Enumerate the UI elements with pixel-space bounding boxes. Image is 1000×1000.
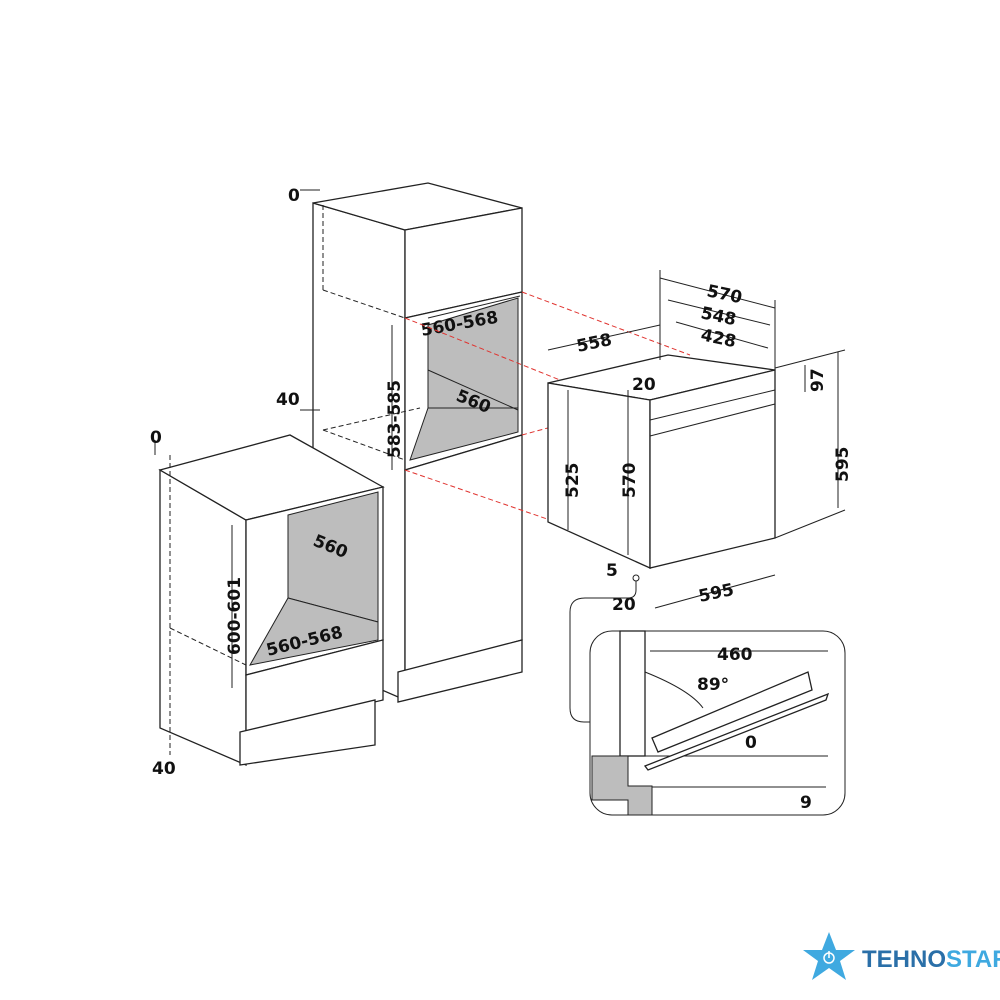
base-top-gap-label: 0 xyxy=(150,428,162,448)
svg-text:TEHNOSTAR: TEHNOSTAR xyxy=(862,946,1000,973)
base-cabinet-plinth xyxy=(239,699,376,766)
oven-front-height-label: 570 xyxy=(620,462,640,498)
tall-cabinet-plinth xyxy=(397,639,523,703)
base-cabinet-drawer xyxy=(245,639,384,733)
oven-depth-label: 558 xyxy=(575,330,614,357)
tall-side-gap-label: 40 xyxy=(276,390,300,410)
base-bottom-gap-label: 40 xyxy=(152,759,176,779)
top-clearance-label: 0 xyxy=(745,733,757,753)
tall-cabinet-lower-front xyxy=(404,434,523,673)
logo-text-star: STAR xyxy=(946,946,1000,973)
oven-total-height-label: 595 xyxy=(833,447,853,483)
oven-panel-height-label: 97 xyxy=(808,368,828,392)
base-cabinet xyxy=(154,434,385,766)
tehnostar-logo: TEHNOSTAR xyxy=(803,932,1000,980)
tall-top-gap-label: 0 xyxy=(288,186,300,206)
oven xyxy=(547,270,846,609)
tall-opening-height-label: 583-585 xyxy=(385,380,405,458)
oven-front-depth-label: 20 xyxy=(612,595,636,615)
base-opening-height-label: 600-601 xyxy=(225,577,245,655)
oven-front-width-label: 595 xyxy=(697,580,736,607)
oven-body-height-label: 525 xyxy=(563,463,583,499)
tall-cabinet-shelf xyxy=(409,407,519,461)
door-length-label: 460 xyxy=(717,645,753,665)
detail-marker xyxy=(632,574,640,582)
bottom-clearance-label: 9 xyxy=(800,793,812,813)
door-angle-label: 89° xyxy=(697,675,729,695)
oven-bottom-offset-label: 5 xyxy=(606,561,618,581)
oven-front xyxy=(649,369,776,569)
door-detail-inset xyxy=(569,581,846,816)
base-cabinet-shelf xyxy=(249,597,379,666)
logo-text-tehno: TEHNO xyxy=(862,946,946,973)
oven-frame-offset-label: 20 xyxy=(632,375,656,395)
